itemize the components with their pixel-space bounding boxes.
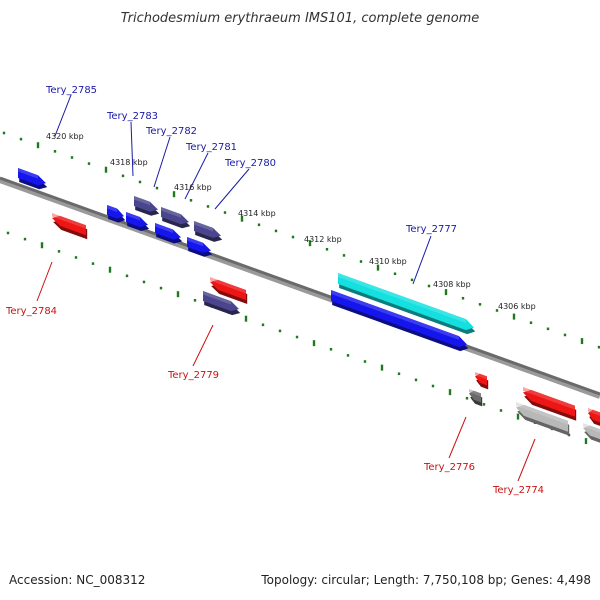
gene-leader-line <box>517 438 536 482</box>
gene-leader-line <box>153 136 171 188</box>
genome-backbone <box>0 176 600 396</box>
gene-edge-grey <box>583 423 600 443</box>
gene-label: Tery_2782 <box>145 126 197 137</box>
tick-rows <box>2 131 600 445</box>
gene-leader-line <box>130 121 134 177</box>
gene-leader-line <box>214 168 250 210</box>
genome-summary-text: Topology: circular; Length: 7,750,108 bp… <box>261 573 591 587</box>
gene-tery-2779 <box>203 291 241 316</box>
tick-label: 4314 kbp <box>238 209 276 218</box>
gene-leader-line <box>448 416 467 459</box>
gene-label: Tery_2783 <box>106 111 158 122</box>
gene-label: Tery_2785 <box>45 85 97 96</box>
gene-tery-2779-a <box>210 277 248 304</box>
tick-label: 4306 kbp <box>498 302 536 311</box>
gene-tery-2776-b <box>469 389 483 407</box>
gene-tery-2782 <box>126 212 150 232</box>
gene-label: Tery_2777 <box>405 224 457 235</box>
gene-tery-2783 <box>134 196 160 216</box>
genome-backbone-shadow <box>0 177 600 399</box>
gene-label: Tery_2779 <box>167 370 219 381</box>
tick-label: 4308 kbp <box>433 280 471 289</box>
gene-edge-red <box>588 408 600 426</box>
gene-tery-2782-b <box>155 223 183 244</box>
gene-tery-2782-a <box>107 205 126 223</box>
gene-tery-2784 <box>52 213 88 240</box>
gene-tery-2785 <box>18 168 48 190</box>
gene-tery-2774 <box>523 387 577 421</box>
gene-leader-line <box>36 261 53 302</box>
tick-label: 4320 kbp <box>46 132 84 141</box>
gene-tery-2776 <box>475 372 489 390</box>
gene-leader-line <box>412 235 432 285</box>
gene-leader-line <box>54 94 72 137</box>
gene-leader-line <box>184 152 209 200</box>
gene-tery-2774-b <box>516 402 570 436</box>
gene-label: Tery_2784 <box>5 306 57 317</box>
gene-label-leaders <box>36 94 536 482</box>
gene-tery-2777 <box>338 273 476 335</box>
gene-label: Tery_2774 <box>492 485 544 496</box>
tick-labels: 4320 kbp 4318 kbp 4316 kbp 4314 kbp 4312 kbp… <box>46 132 536 311</box>
tick-label: 4318 kbp <box>110 158 148 167</box>
map-title: Trichodesmium erythraeum IMS101, complet… <box>121 11 480 26</box>
tick-label: 4316 kbp <box>174 183 212 192</box>
gene-tery-2781-b <box>187 237 213 257</box>
tick-label: 4310 kbp <box>369 257 407 266</box>
gene-label: Tery_2781 <box>185 142 237 153</box>
gene-tery-2777-b <box>331 290 469 352</box>
gene-label: Tery_2776 <box>423 462 475 473</box>
gene-leader-line <box>192 324 214 367</box>
tick-label: 4312 kbp <box>304 235 342 244</box>
gene-tery-2780 <box>194 221 223 242</box>
accession-text: Accession: NC_008312 <box>9 573 146 587</box>
gene-tery-2781 <box>161 207 191 229</box>
gene-label: Tery_2780 <box>224 158 276 169</box>
gene-features <box>18 168 600 443</box>
